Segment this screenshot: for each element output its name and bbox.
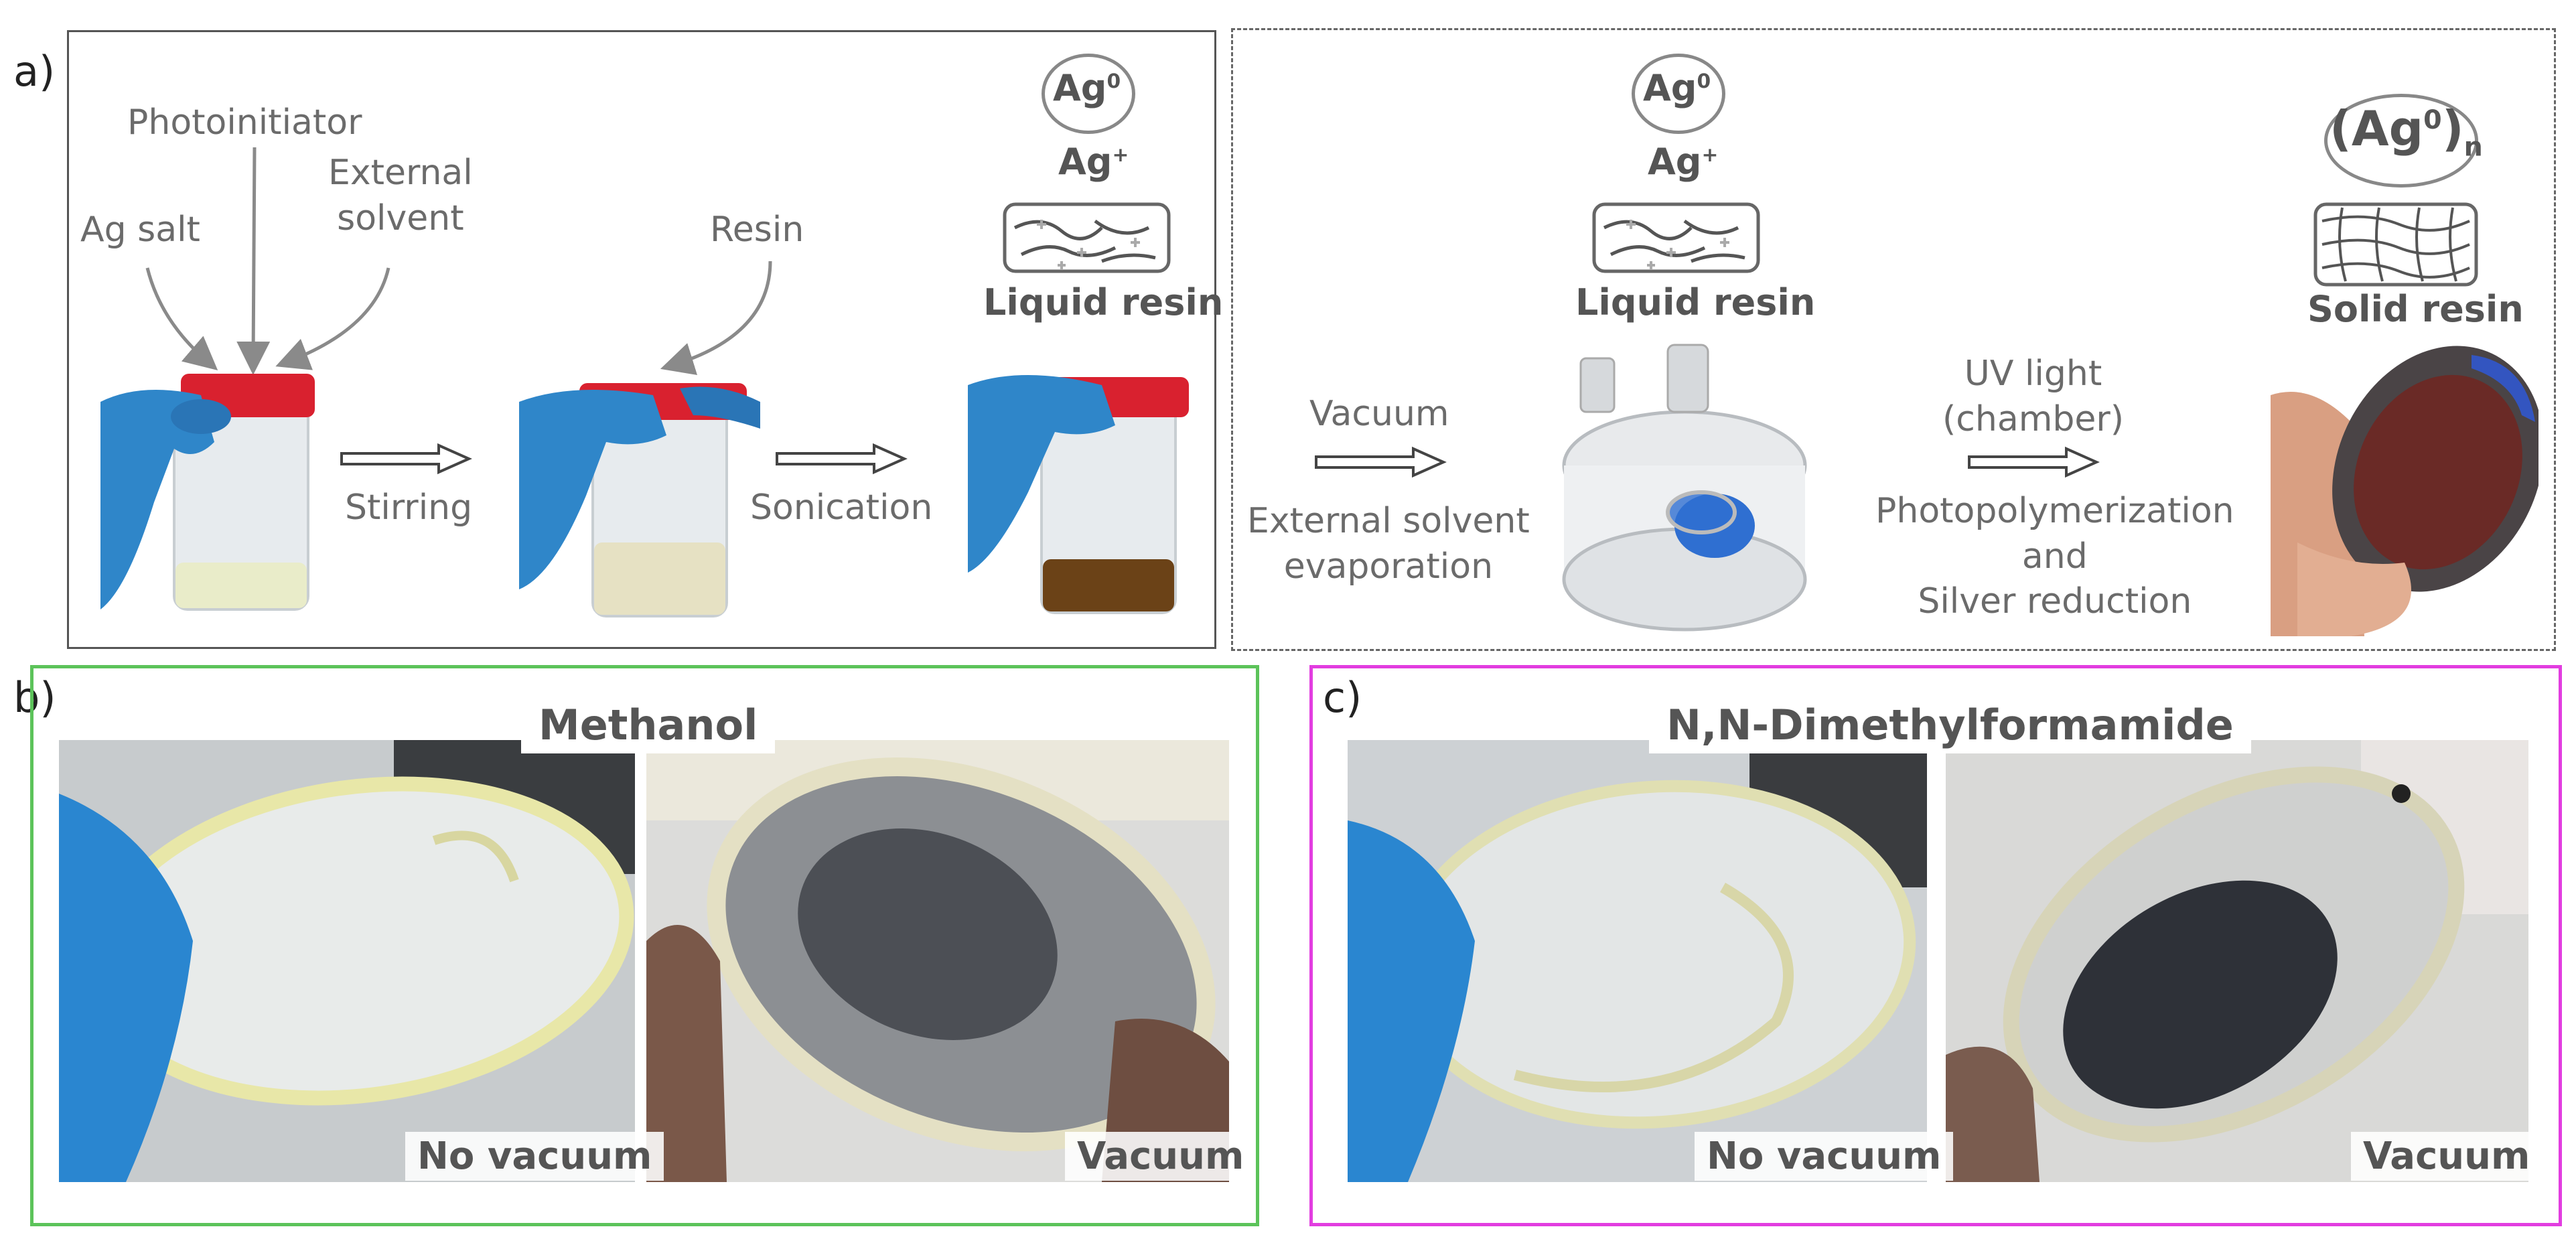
stirring-arrow (340, 443, 472, 475)
panel-c-frame (1309, 665, 2562, 1226)
ag0-circle-2 (1632, 54, 1725, 134)
reagent-arrows (145, 147, 390, 375)
liquid-resin-network-icon-1 (1003, 202, 1171, 273)
methanol-title: Methanol (521, 697, 776, 753)
stirring-label: Stirring (345, 488, 473, 528)
panel-a-left-frame (67, 30, 1216, 649)
dmf-no-vacuum-photo (1348, 740, 1927, 1182)
photoinitiator-label: Photoinitiator (127, 102, 362, 143)
resin-arrow (660, 261, 772, 375)
ag0-label-1: Ag0 (1053, 67, 1121, 109)
jar-photo-2 (519, 375, 760, 623)
sonication-label: Sonication (750, 488, 933, 528)
panel-a-letter: a) (13, 47, 56, 96)
panel-b-frame (30, 665, 1259, 1226)
agplus-label-1: Ag+ (1058, 141, 1129, 183)
dmf-no-vacuum-caption: No vacuum (1695, 1132, 1954, 1181)
uv-light-label: UV light (chamber) (1942, 354, 2125, 439)
methanol-no-vacuum-photo (59, 740, 635, 1182)
ag-cluster-circle (2324, 94, 2478, 188)
solid-resin-network-icon (2313, 202, 2478, 287)
jar-photo-1 (100, 368, 321, 623)
solvent-evaporation-label: External solvent evaporation (1247, 501, 1530, 587)
liquid-resin-network-icon-2 (1592, 202, 1760, 273)
dmf-vacuum-caption: Vacuum (2351, 1132, 2543, 1181)
ag-salt-label: Ag salt (80, 210, 200, 250)
photopolymerization-label: Photopolymerization and Silver reduction (1875, 491, 2234, 622)
liquid-resin-caption-1: Liquid resin (983, 281, 1224, 323)
dmf-title: N,N-Dimethylformamide (1649, 697, 2251, 753)
methanol-vacuum-photo (646, 740, 1229, 1182)
vacuum-arrow (1315, 446, 1447, 478)
methanol-no-vacuum-caption: No vacuum (405, 1132, 664, 1181)
sonication-arrow (776, 443, 908, 475)
agplus-label-2: Ag+ (1648, 141, 1719, 183)
panel-a-right-frame (1231, 28, 2556, 651)
liquid-resin-caption-2: Liquid resin (1575, 281, 1816, 323)
dmf-vacuum-photo (1946, 740, 2528, 1182)
uv-arrow (1968, 446, 2100, 478)
ag0-label-2: Ag0 (1643, 67, 1711, 109)
ag-cluster-label: (Ag0)n (2330, 100, 2483, 163)
vacuum-label: Vacuum (1309, 394, 1449, 434)
external-solvent-label: External solvent (328, 153, 473, 238)
methanol-vacuum-caption: Vacuum (1065, 1132, 1257, 1181)
resin-label: Resin (710, 210, 804, 250)
panel-b-letter: b) (13, 673, 56, 722)
solid-resin-caption: Solid resin (2307, 288, 2524, 330)
solid-resin-photo (2271, 342, 2538, 636)
vacuum-desiccator-photo (1554, 332, 1815, 633)
jar-photo-3 (968, 358, 1196, 626)
panel-c-letter: c) (1323, 673, 1362, 722)
ag0-circle-1 (1042, 54, 1135, 134)
